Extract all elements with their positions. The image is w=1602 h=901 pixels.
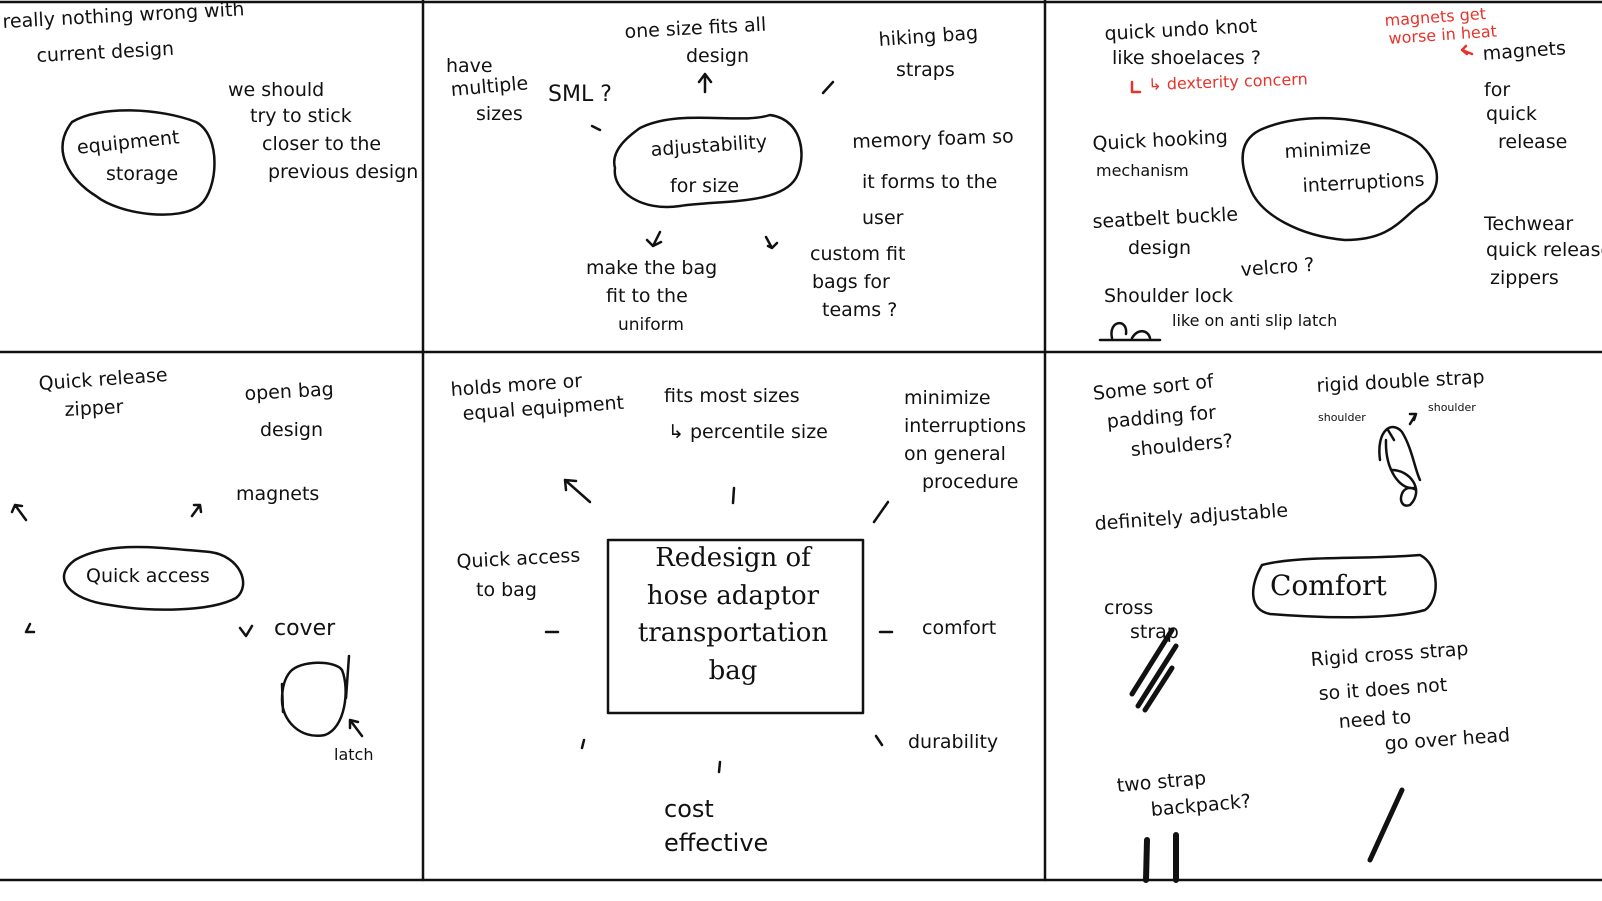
p4-open-line1: open bag	[243, 378, 335, 405]
double-strap-doodle	[1378, 425, 1422, 507]
p6-cross-line2: strap	[1130, 621, 1179, 643]
quick-access-bubble	[62, 545, 245, 611]
arrow-sml	[590, 124, 602, 132]
p1-note2-line3: closer to the	[262, 133, 382, 155]
p5-durability: durability	[908, 731, 999, 753]
p2-right-line2: it forms to the	[862, 171, 998, 193]
p5-minimize-line3: on general	[904, 443, 1006, 465]
center-title-line2: hose adaptor	[646, 580, 820, 611]
p1-note2-line1: we should	[228, 79, 325, 101]
p2-bottom1-line3: uniform	[618, 315, 684, 335]
center-title: Redesign of hose adaptor transportation …	[608, 540, 858, 710]
p4-cover: cover	[274, 616, 336, 641]
p4-open-line2: design	[260, 419, 324, 441]
p1-note2-line2: try to stick	[250, 105, 352, 127]
p4-bubble: Quick access	[86, 565, 210, 587]
red-arrow-dexterity	[1130, 80, 1142, 94]
p2-left-line3: sizes	[476, 103, 523, 125]
arrow-make-bag	[645, 230, 663, 248]
cross-strap-marks	[1129, 627, 1179, 713]
p5-minimize-line1: minimize	[904, 387, 991, 409]
arrow-up-one-size	[697, 72, 713, 94]
p2-top2-line2: straps	[896, 59, 955, 81]
p3-magnets-line2: for	[1484, 79, 1511, 101]
p5-fits-line1: fits most sizes	[664, 385, 800, 407]
p5-fits-line2: ↳ percentile size	[668, 421, 828, 443]
p2-top1-line2: design	[686, 45, 750, 67]
p3-knot-line2: like shoelaces ?	[1112, 47, 1261, 69]
p2-bottom1-line2: fit to the	[606, 285, 688, 307]
p3-magnets-line4: release	[1498, 131, 1568, 153]
p5-cost-line1: cost	[664, 795, 714, 823]
p3-anti-slip: like on anti slip latch	[1172, 311, 1338, 330]
arrow-left-bottom	[24, 622, 36, 634]
p6-shoulder-right: shoulder	[1428, 401, 1476, 414]
adjustability-bubble	[612, 113, 803, 209]
p3-techwear-line3: zippers	[1490, 267, 1559, 289]
center-title-line3: transportation	[637, 618, 829, 649]
rigid-cross-mark	[1367, 787, 1405, 863]
p3-seatbelt-line2: design	[1128, 237, 1192, 259]
p6-shoulder-left: shoulder	[1318, 411, 1366, 424]
p5-minimize-line2: interruptions	[904, 415, 1027, 437]
p1-note2-line4: previous design	[268, 161, 419, 183]
p6-bubble: Comfort	[1270, 569, 1387, 602]
p4-zipper-line2: zipper	[63, 395, 124, 421]
p3-techwear-line1: Techwear	[1484, 213, 1574, 235]
red-arrow-magnets	[1460, 44, 1474, 56]
center-box	[606, 538, 865, 715]
arrow-latch	[348, 718, 364, 738]
arrow-shoulder-right	[1408, 412, 1418, 426]
p3-hooking-line2: mechanism	[1096, 161, 1189, 180]
p5-cost-line2: effective	[664, 829, 769, 857]
two-strap-marks	[1143, 832, 1179, 883]
radial-durability	[874, 734, 884, 747]
arrow-custom-fit	[764, 235, 779, 250]
p2-bottom1-line1: make the bag	[586, 257, 718, 279]
center-title-line1: Redesign of	[655, 543, 811, 573]
shoulder-lock-doodle	[1098, 322, 1162, 342]
p2-left-line1: have	[446, 55, 493, 77]
p2-bottom2-line1: custom fit	[810, 243, 906, 265]
minimize-interruptions-bubble	[1241, 116, 1438, 242]
cover-latch-doodle	[280, 654, 351, 738]
p1-bubble-line2: storage	[106, 163, 179, 185]
p3-magnets-line3: quick	[1486, 103, 1537, 125]
p2-bubble-line2: for size	[670, 175, 740, 197]
p2-bottom2-line3: teams ?	[822, 299, 898, 321]
radial-arrow-holds	[563, 478, 592, 504]
equipment-storage-bubble	[61, 109, 216, 216]
p3-shoulder-lock: Shoulder lock	[1104, 285, 1234, 307]
p5-quick-line2: to bag	[476, 579, 537, 601]
p5-minimize-line4: procedure	[922, 471, 1019, 493]
p2-bottom2-line2: bags for	[812, 271, 890, 293]
center-title-line4: bag	[708, 656, 758, 687]
arrow-magnets	[190, 503, 203, 518]
p4-magnets: magnets	[236, 483, 320, 505]
p6-cross-line1: cross	[1104, 597, 1154, 619]
arrow-hiking	[821, 80, 835, 95]
p5-comfort: comfort	[922, 617, 997, 639]
arrow-zipper	[10, 503, 28, 522]
p3-techwear-line2: quick release	[1486, 239, 1602, 261]
radial-minimize	[872, 500, 890, 524]
radial-bottom-left	[580, 738, 586, 750]
p2-right-line3: user	[862, 207, 904, 229]
radial-cost	[717, 760, 722, 774]
p3-bubble-line1: minimize	[1283, 136, 1372, 163]
comfort-bubble	[1251, 553, 1437, 619]
arrow-cover	[238, 624, 254, 638]
p4-latch: latch	[334, 745, 374, 764]
radial-fits	[731, 486, 736, 505]
p2-sml: SML ?	[548, 82, 612, 107]
arrow-shoulder-left	[1386, 428, 1396, 442]
